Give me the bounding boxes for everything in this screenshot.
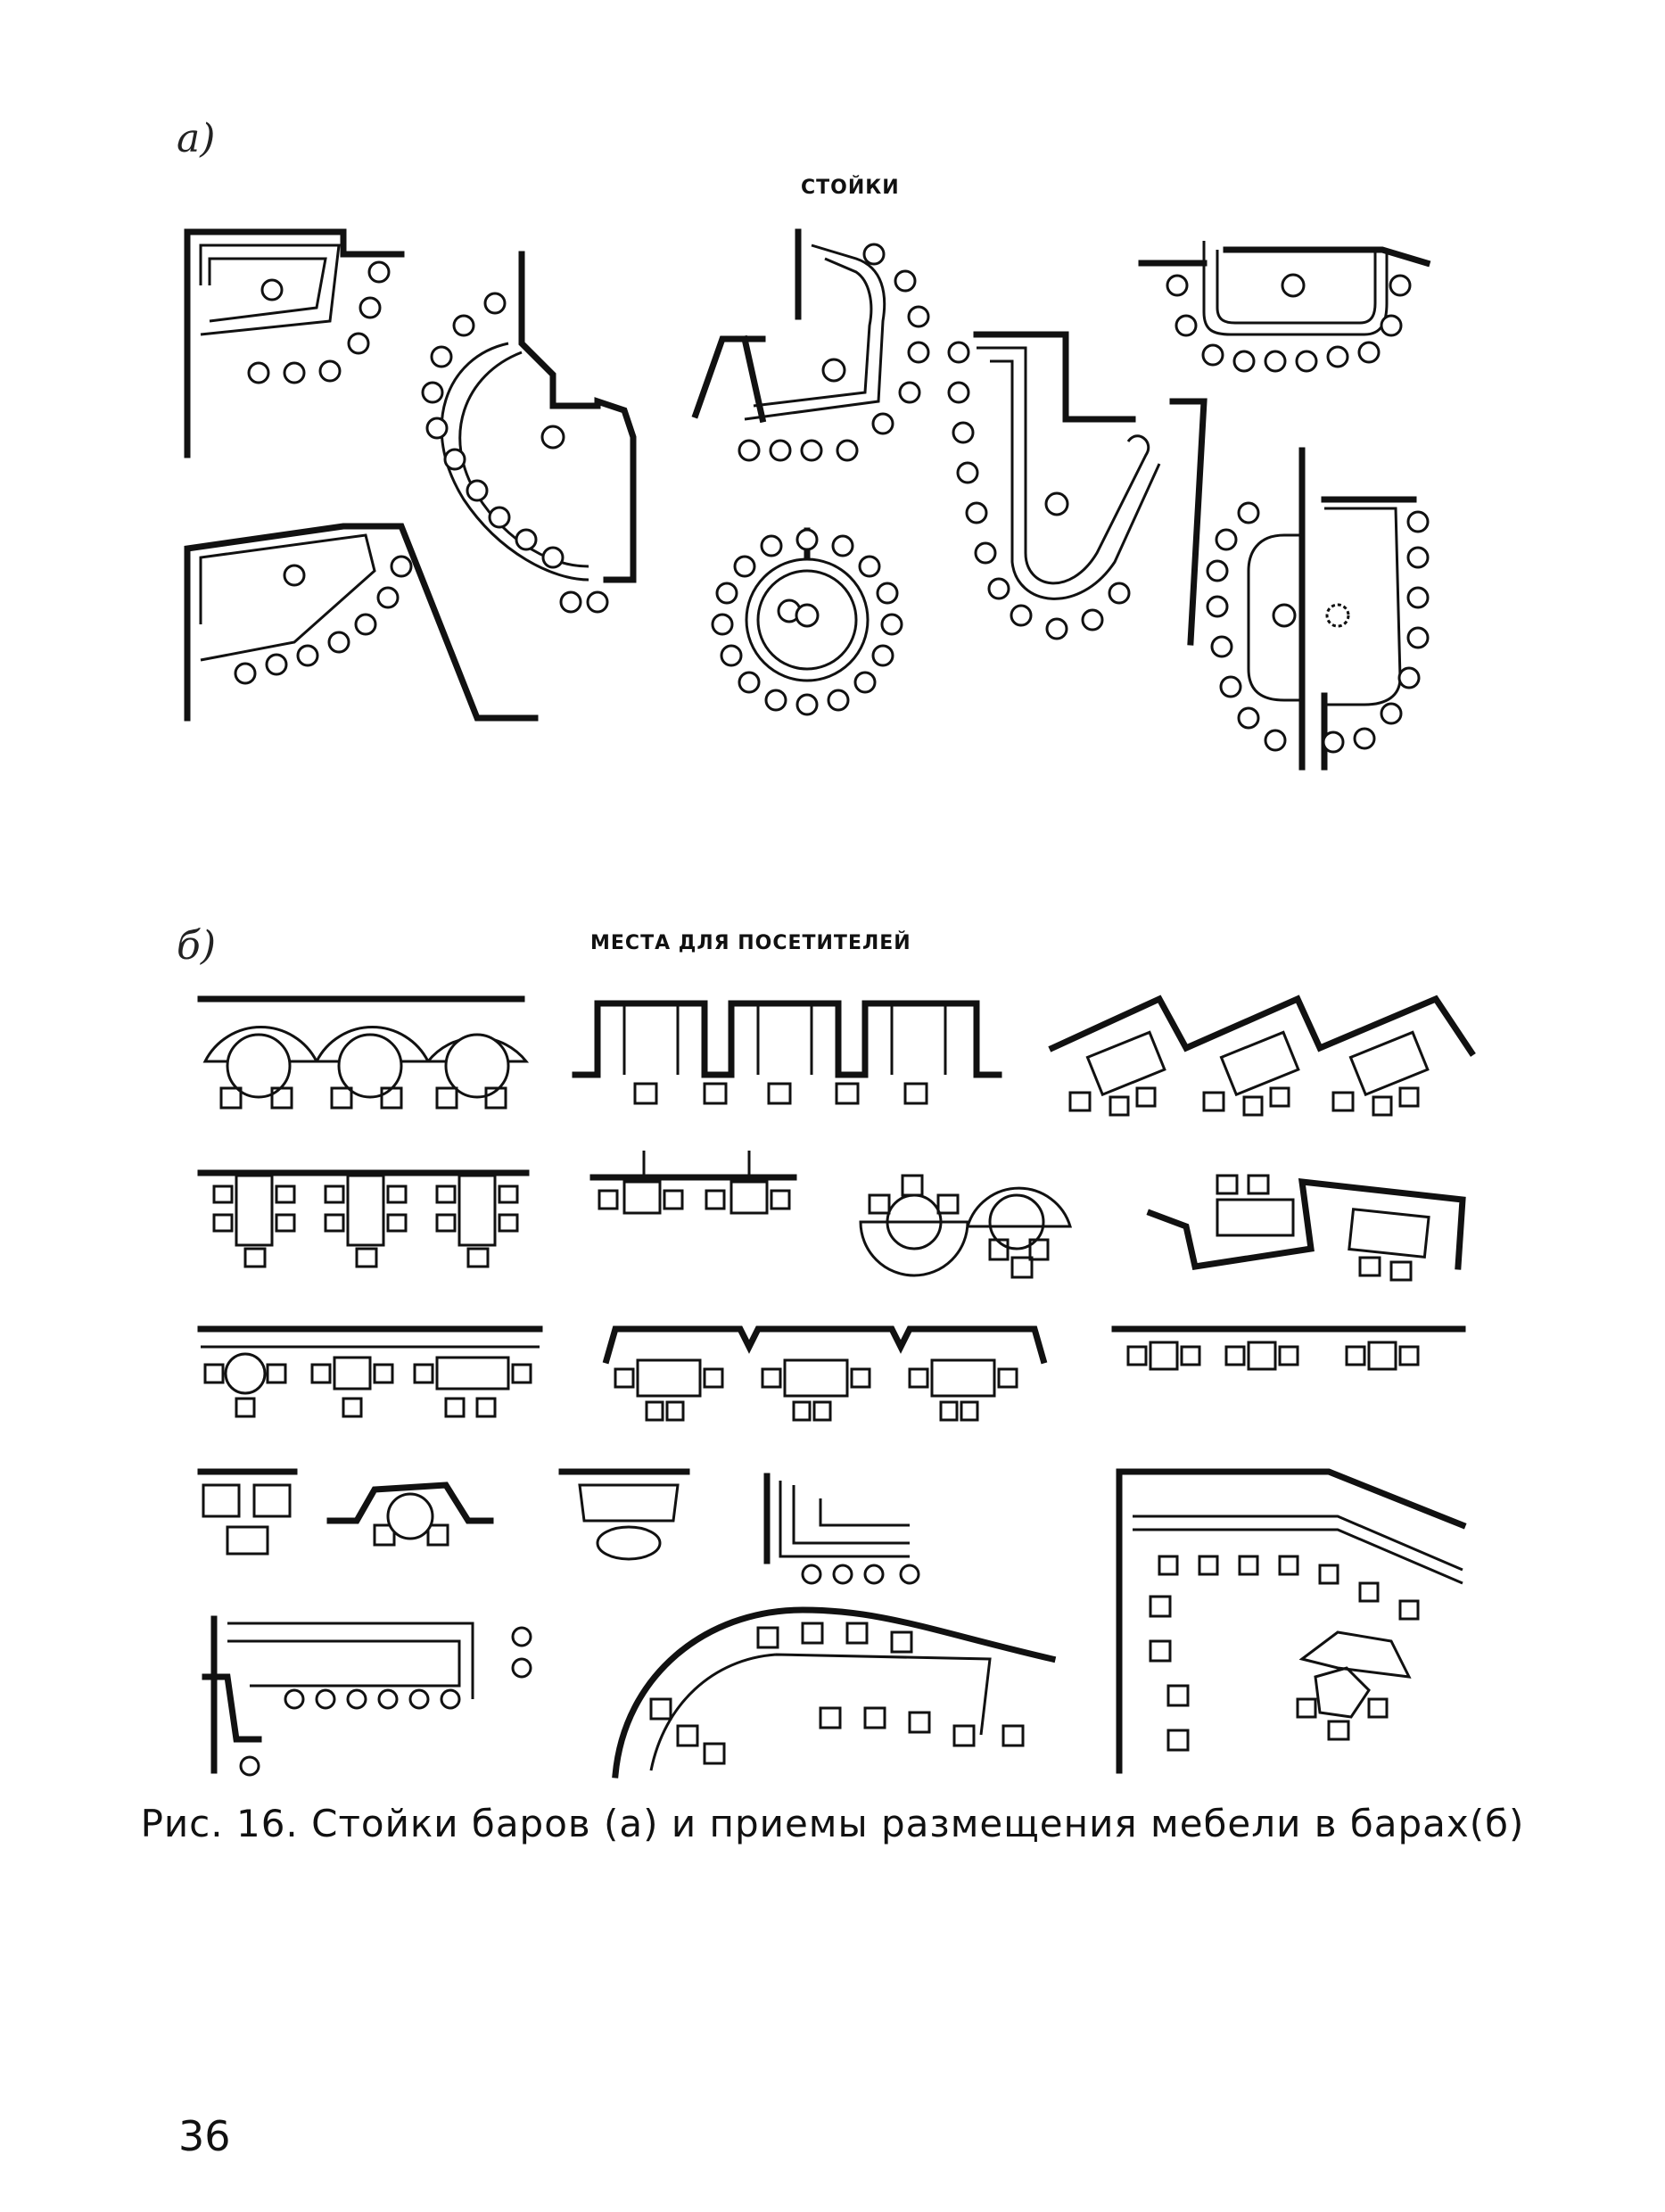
seating-row-1-arches	[197, 995, 530, 1110]
panel-b-label: б)	[177, 923, 217, 969]
seating-row-5-curved-counter	[612, 1606, 1057, 1779]
seating-row-2-small-tables	[589, 1151, 797, 1215]
seating-row-5-restaurant-plan	[1116, 1468, 1467, 1774]
counter-corner-top-left	[184, 228, 405, 458]
panel-b-title: МЕСТА ДЛЯ ПОСЕТИТЕЛЕЙ	[590, 932, 911, 954]
panel-a-label: а)	[177, 116, 216, 161]
seating-row-1-zigzag	[1048, 995, 1476, 1117]
seating-row-3-booths	[602, 1325, 1048, 1422]
seating-row-2-semicircles	[859, 1174, 1073, 1279]
counter-u-shaped-top-right	[1138, 241, 1431, 373]
seating-row-3-tables	[197, 1325, 543, 1418]
counter-l-shaped-top-center	[691, 228, 930, 462]
figure-caption: Рис. 16. Стойки баров (а) и приемы разме…	[140, 1802, 1525, 1845]
seating-row-5-corner-counter	[202, 1615, 532, 1777]
page-number: 36	[178, 2112, 231, 2160]
panel-a-title: СТОЙКИ	[801, 177, 900, 199]
counter-s-shaped	[421, 251, 637, 614]
counter-double-u-bottom-right	[1206, 447, 1430, 771]
counter-circular	[711, 527, 903, 716]
seating-row-2-angled-booths	[1146, 1174, 1466, 1282]
seating-row-3-wall-tables	[1111, 1325, 1466, 1371]
seating-row-2-long-tables	[197, 1169, 530, 1268]
seating-row-4-misc	[197, 1468, 920, 1585]
counter-angled-bottom-left	[184, 523, 539, 722]
counter-j-shaped	[947, 331, 1208, 646]
seating-row-1-booths	[572, 1000, 1002, 1105]
